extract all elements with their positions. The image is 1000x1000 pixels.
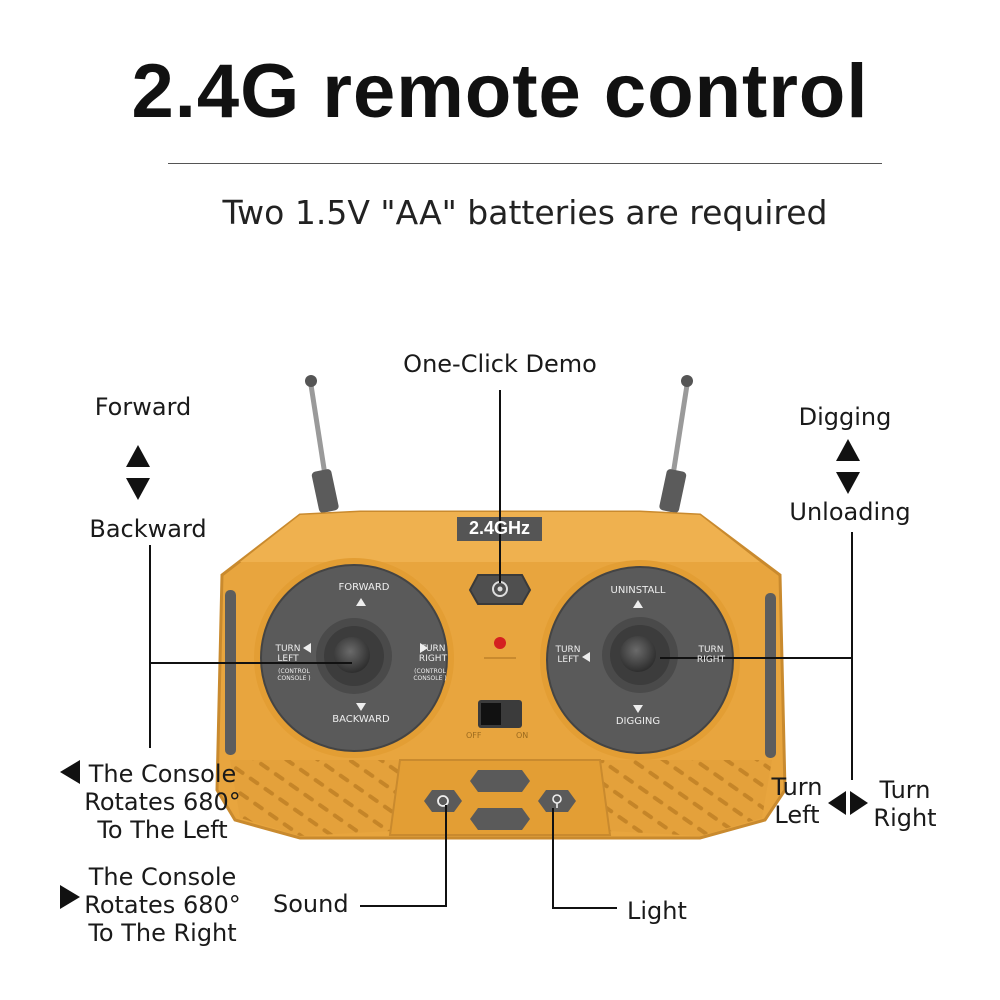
rotate-right-label: The Console Rotates 680° To The Right	[84, 863, 241, 947]
light-button	[538, 790, 576, 812]
direction-arrows	[60, 439, 868, 909]
digging-print: DIGGING	[615, 716, 661, 727]
bottom-button	[470, 808, 530, 830]
demo-label: One-Click Demo	[403, 350, 597, 378]
switch-off-print: OFF	[466, 731, 482, 740]
battery-note: Two 1.5V "AA" batteries are required	[222, 193, 828, 232]
backward-label: Backward	[89, 515, 207, 543]
power-indicator-led	[494, 637, 506, 649]
right-grip	[765, 593, 776, 758]
unloading-label: Unloading	[789, 498, 911, 526]
top-button	[470, 770, 530, 792]
light-label: Light	[627, 897, 687, 925]
forward-print: FORWARD	[338, 582, 390, 593]
sound-label: Sound	[273, 890, 349, 918]
callout-lines	[149, 390, 853, 909]
left-grip	[225, 590, 236, 755]
forward-label: Forward	[94, 393, 192, 421]
sound-button	[424, 790, 462, 812]
right-antenna	[659, 375, 693, 513]
backward-print: BACKWARD	[332, 714, 390, 725]
left-antenna	[305, 375, 339, 513]
frequency-badge: 2.4GHz	[468, 518, 531, 538]
switch-on-print: ON	[516, 731, 529, 740]
digging-label: Digging	[798, 403, 892, 431]
left-joystick-knob	[334, 637, 370, 673]
rotate-left-label: The Console Rotates 680° To The Left	[84, 760, 241, 844]
uninstall-print: UNINSTALL	[610, 585, 666, 596]
page-title: 2.4G remote control	[131, 49, 869, 134]
title-divider	[168, 163, 882, 164]
right-joystick-knob	[620, 636, 656, 672]
